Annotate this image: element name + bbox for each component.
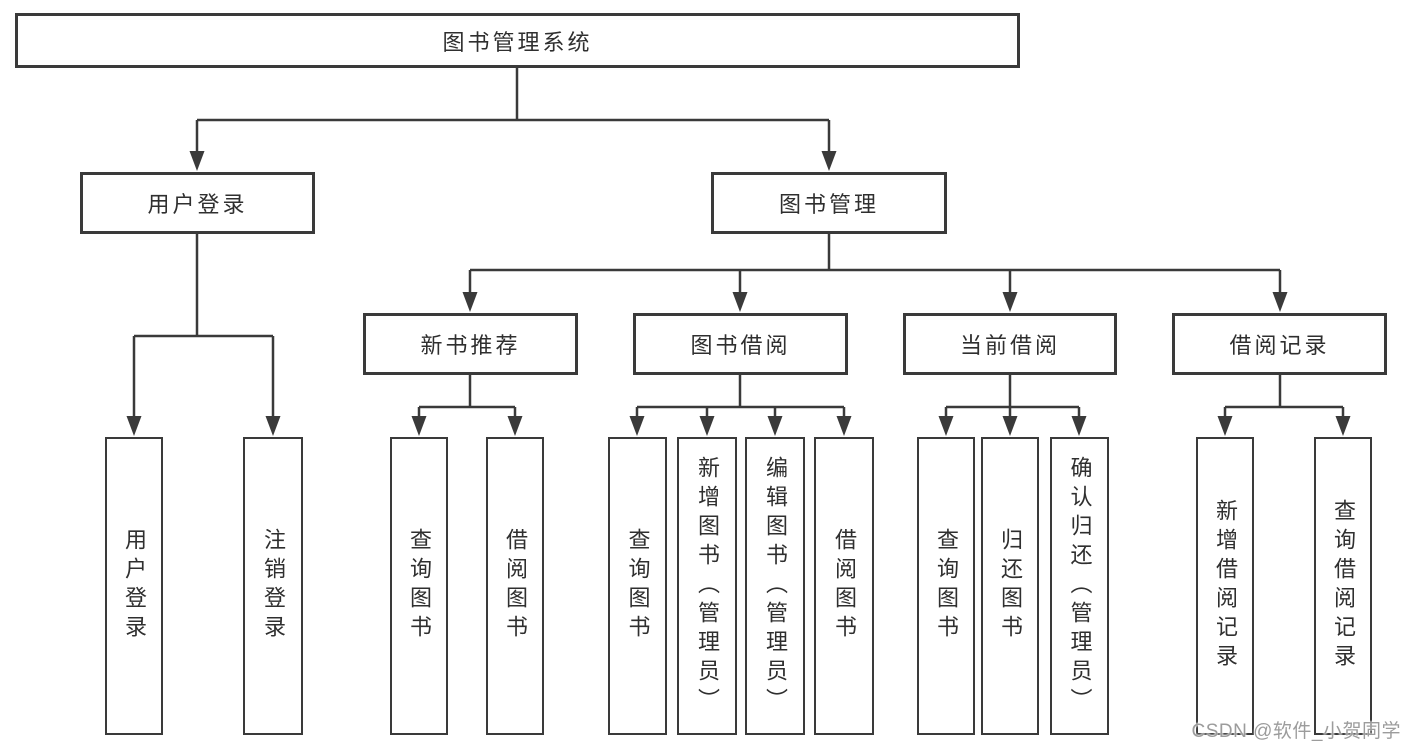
leaf-current-query-book: 查询图书 xyxy=(917,437,975,735)
node-book-borrow: 图书借阅 xyxy=(633,313,848,375)
leaf-borrow-query-book: 查询图书 xyxy=(608,437,667,735)
leaf-borrow-borrow-book: 借阅图书 xyxy=(814,437,874,735)
node-new-book-recommend: 新书推荐 xyxy=(363,313,578,375)
leaf-current-confirm-return-admin: 确认归还（管理员） xyxy=(1050,437,1109,735)
leaf-current-return-book: 归还图书 xyxy=(981,437,1039,735)
leaf-newbook-query-book: 查询图书 xyxy=(390,437,448,735)
leaf-record-query-record: 查询借阅记录 xyxy=(1314,437,1372,735)
leaf-borrow-edit-book-admin: 编辑图书（管理员） xyxy=(745,437,805,735)
leaf-borrow-add-book-admin: 新增图书（管理员） xyxy=(677,437,737,735)
csdn-watermark: CSDN @软件_小贺同学 xyxy=(1191,721,1401,742)
node-current-borrow: 当前借阅 xyxy=(903,313,1117,375)
node-book-management: 图书管理 xyxy=(711,172,947,234)
leaf-logout: 注销登录 xyxy=(243,437,303,735)
leaf-user-login: 用户登录 xyxy=(105,437,163,735)
leaf-newbook-borrow-book: 借阅图书 xyxy=(486,437,544,735)
node-borrow-record: 借阅记录 xyxy=(1172,313,1387,375)
node-user-login: 用户登录 xyxy=(80,172,315,234)
leaf-record-add-record: 新增借阅记录 xyxy=(1196,437,1254,735)
node-root: 图书管理系统 xyxy=(15,13,1020,68)
